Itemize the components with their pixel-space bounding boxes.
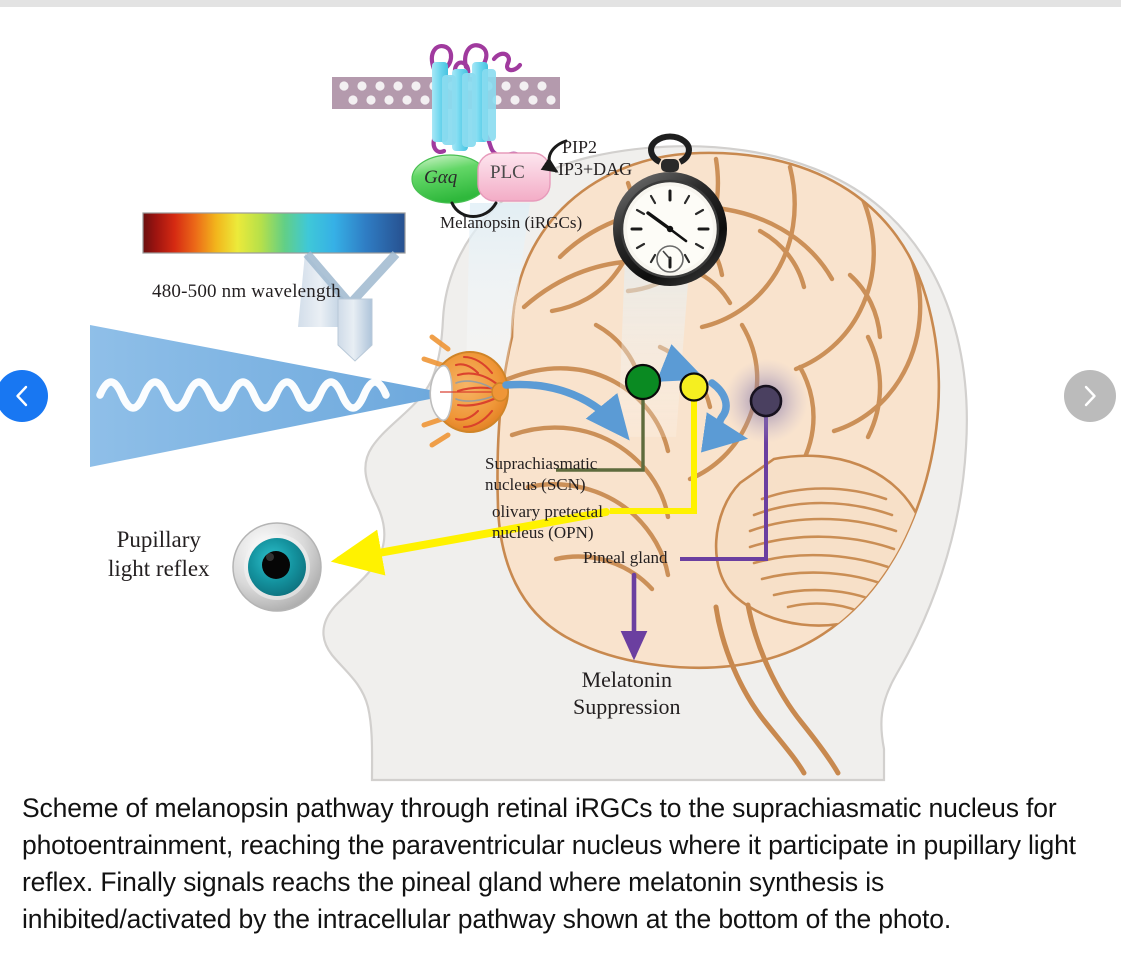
pip2-label: PIP2 bbox=[562, 137, 598, 157]
diagram-artwork bbox=[90, 43, 968, 782]
pineal-connector bbox=[680, 401, 768, 561]
plc-protein bbox=[477, 152, 551, 202]
pineal-gland-label: Pineal gland bbox=[583, 548, 668, 567]
chevron-right-icon bbox=[1080, 384, 1100, 408]
pupillary-light-reflex-label: Pupillary light reflex bbox=[108, 527, 210, 581]
next-slide-button[interactable] bbox=[1064, 370, 1116, 422]
ip3-dag-label: IP3+DAG bbox=[558, 159, 633, 179]
scn-label: Suprachiasmatic nucleus (SCN) bbox=[485, 454, 598, 495]
gaq-label: Gαq bbox=[424, 167, 458, 188]
previous-slide-button[interactable] bbox=[0, 370, 48, 422]
melanopsin-bracket bbox=[450, 201, 498, 218]
scn-node bbox=[624, 363, 662, 401]
melanopsin-receptor bbox=[429, 43, 523, 158]
pocket-watch bbox=[613, 133, 727, 286]
opn-label: olivary pretectal nucleus (OPN) bbox=[492, 502, 603, 543]
blue-light-beam bbox=[90, 325, 430, 467]
anatomical-eye bbox=[421, 334, 509, 448]
plc-label: PLC bbox=[490, 162, 525, 183]
melanopsin-label: Melanopsin (iRGCs) bbox=[440, 213, 583, 232]
pupillary-reflex-arrow bbox=[330, 508, 610, 576]
pupil-eyeball-graphic bbox=[232, 522, 322, 612]
spectrum-bar bbox=[142, 212, 406, 362]
top-divider-bar bbox=[0, 0, 1121, 7]
pip2-conversion-arrow bbox=[540, 139, 568, 173]
brain-illustration bbox=[496, 151, 941, 776]
scn-connector bbox=[556, 385, 645, 472]
wavelength-label: 480-500 nm wavelength bbox=[152, 281, 341, 302]
melatonin-suppression-label: Melatonin Suppression bbox=[573, 667, 681, 719]
pineal-node bbox=[749, 384, 783, 418]
opn-node bbox=[679, 372, 709, 402]
figure-caption: Scheme of melanopsin pathway through ret… bbox=[22, 793, 1076, 934]
opn-connector bbox=[610, 389, 697, 514]
chevron-left-icon bbox=[12, 384, 32, 408]
figure-image: 480-500 nm wavelength Melanopsin (iRGCs)… bbox=[0, 7, 1121, 782]
